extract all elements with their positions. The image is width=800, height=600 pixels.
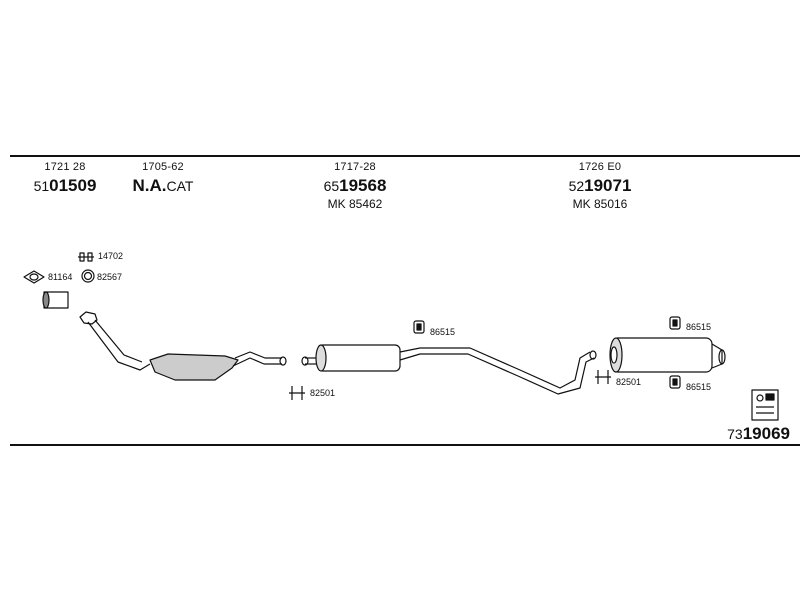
sleeve-icon bbox=[42, 291, 69, 309]
part-header-front-pipe: 1721 28 5101509 bbox=[25, 162, 105, 195]
oem-code: 1721 28 bbox=[44, 161, 86, 173]
part-reference: 6519568 bbox=[323, 176, 387, 195]
accessory-label: 81164 bbox=[48, 272, 72, 282]
exhaust-kit-icon bbox=[751, 389, 779, 421]
exhaust-diagram: 14702 81164 82567 86515 82501 86515 8250… bbox=[23, 251, 779, 421]
oem-code: 1705-62 bbox=[142, 161, 184, 173]
front-pipe-catalyst bbox=[79, 311, 287, 381]
part-header-middle-silencer: 1717-28 6519568 MK 85462 bbox=[305, 161, 405, 211]
rubber-mount-icon bbox=[669, 375, 681, 389]
part-reference: 5219071 bbox=[568, 176, 632, 195]
middle-silencer bbox=[301, 344, 597, 395]
oem-code: 1717-28 bbox=[334, 161, 376, 173]
clamp-ring-icon bbox=[81, 269, 95, 283]
oem-code: 1726 E0 bbox=[578, 161, 622, 173]
clamp-icon bbox=[595, 370, 611, 384]
rear-silencer bbox=[609, 337, 726, 373]
accessory-label: 14702 bbox=[98, 251, 123, 261]
part-header-rear-silencer: 1726 E0 5219071 MK 85016 bbox=[550, 161, 650, 211]
mk-number: MK 85462 bbox=[327, 197, 383, 211]
gasket-icon bbox=[23, 270, 45, 284]
accessory-label: 86515 bbox=[686, 382, 711, 392]
bolt-icon bbox=[78, 252, 94, 262]
part-header-catalyst: 1705-62 N.A.CAT bbox=[118, 162, 208, 195]
bottom-divider bbox=[10, 444, 800, 446]
mk-number: MK 85016 bbox=[572, 197, 628, 211]
accessory-label: 86515 bbox=[430, 327, 455, 337]
rubber-mount-icon bbox=[413, 320, 425, 334]
accessory-label: 82501 bbox=[616, 377, 641, 387]
part-reference: 5101509 bbox=[33, 176, 97, 195]
accessory-label: 86515 bbox=[686, 322, 711, 332]
complete-set-reference: 7319069 bbox=[727, 424, 790, 443]
rubber-mount-icon bbox=[669, 316, 681, 330]
accessory-label: 82501 bbox=[310, 388, 335, 398]
accessory-label: 82567 bbox=[97, 272, 122, 282]
clamp-icon bbox=[289, 386, 305, 400]
top-divider bbox=[10, 155, 800, 157]
part-reference: N.A.CAT bbox=[132, 176, 194, 195]
